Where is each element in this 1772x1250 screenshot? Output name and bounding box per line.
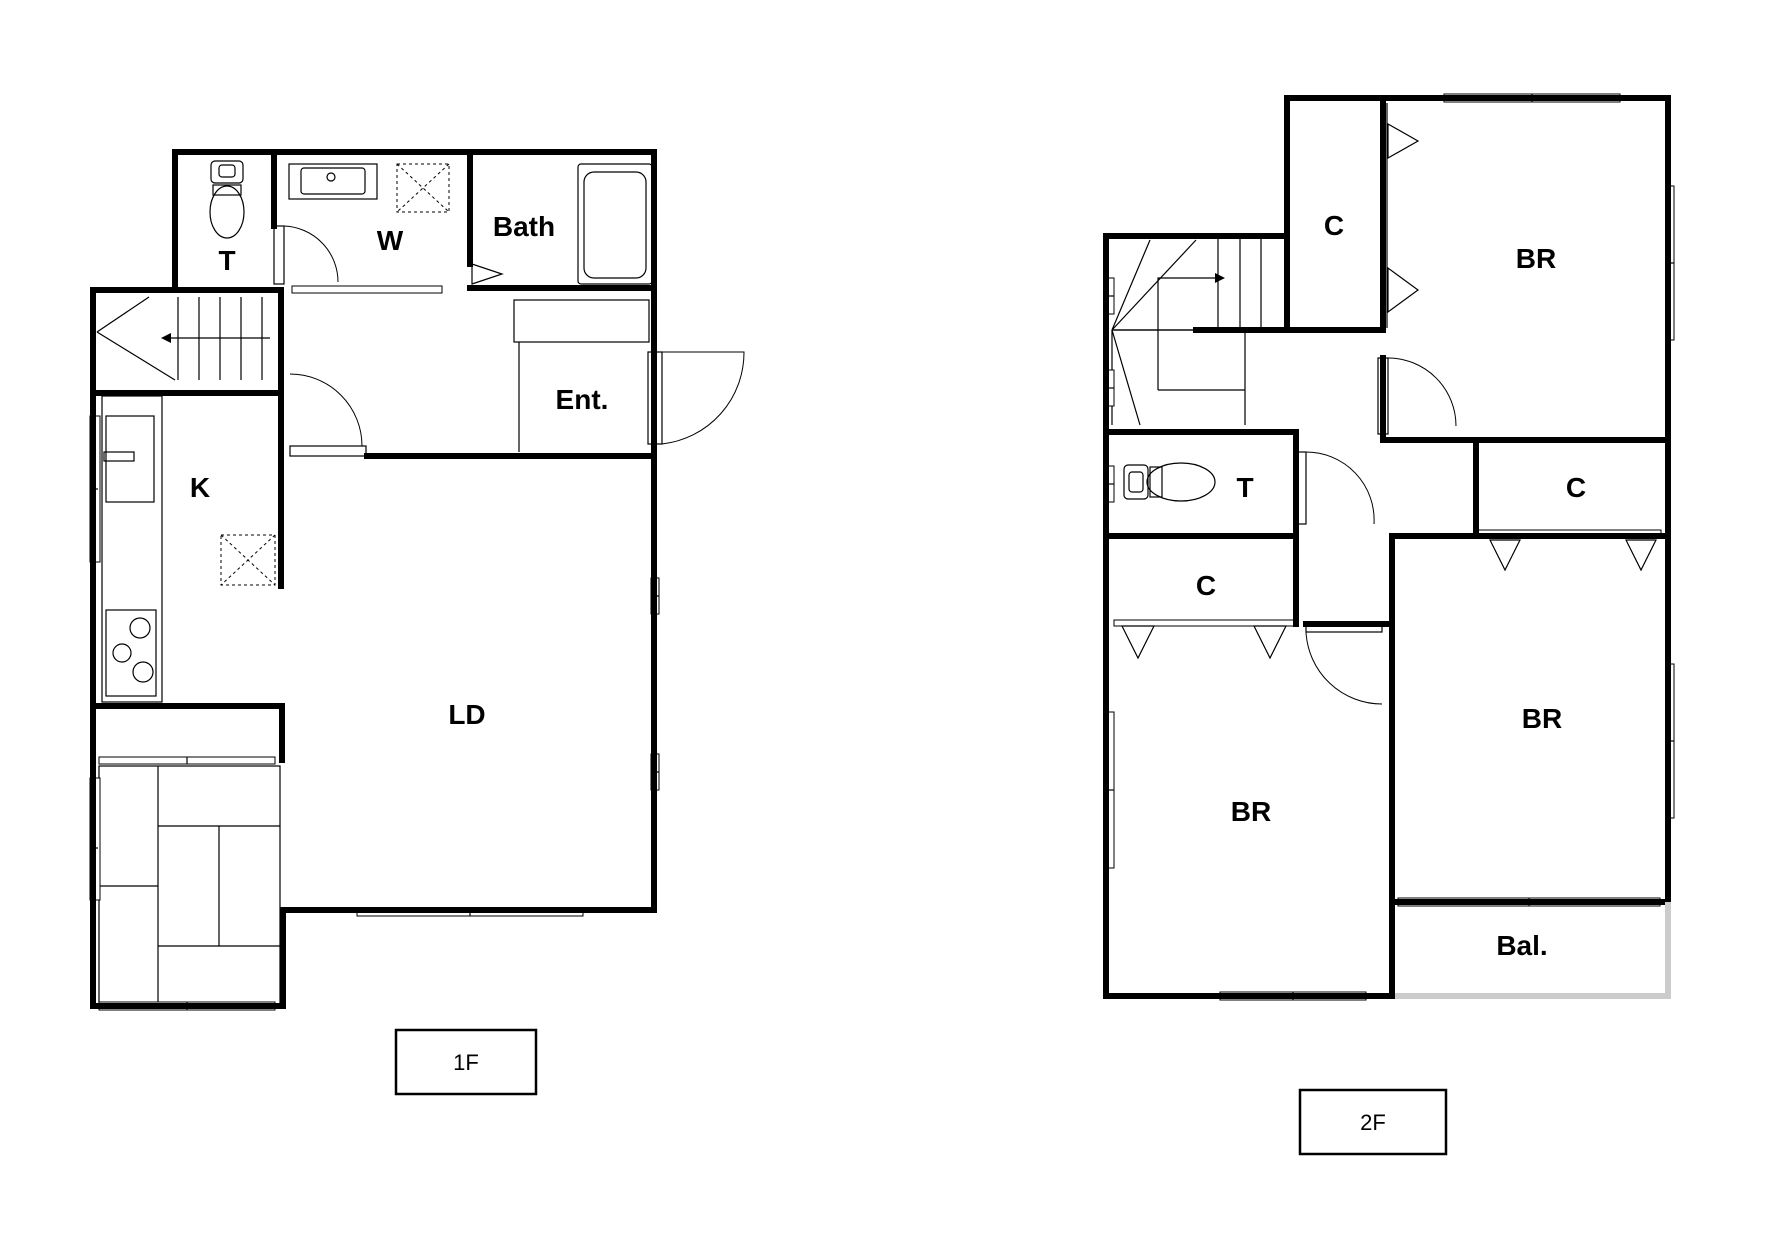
sink-icon [105, 415, 155, 503]
toilet-icon [209, 160, 245, 239]
tatami-room [98, 765, 281, 1007]
room-label-bedroom-left: BR [1231, 796, 1271, 827]
floor-label-box [394, 1028, 538, 1096]
room-label-bedroom-top: BR [1516, 243, 1556, 274]
vent-icon [396, 163, 450, 213]
floor-label-box [1298, 1088, 1448, 1156]
room-label-entrance: Ent. [556, 384, 609, 415]
doors-1f [273, 225, 745, 457]
room-label-closet-top: C [1324, 210, 1344, 241]
room-label-closet-right: C [1566, 472, 1586, 503]
room-label-toilet: T [218, 245, 235, 276]
stove-icon [105, 609, 157, 697]
room-label-balcony: Bal. [1496, 930, 1547, 961]
walls-1f [90, 149, 657, 1009]
floor-label: 1F [453, 1050, 479, 1075]
room-label-kitchen: K [190, 472, 210, 503]
room-label-bath: Bath [493, 211, 555, 242]
toilet-icon [1123, 462, 1216, 502]
vent-icon [220, 534, 276, 586]
stairs [1111, 238, 1262, 426]
stair-arrow-icon [1157, 277, 1220, 390]
balcony-rail [1395, 902, 1671, 999]
kitchen-counter [101, 395, 163, 703]
bathtub-icon [577, 163, 653, 285]
room-label-washroom: W [377, 225, 404, 256]
washbasin-icon [288, 163, 378, 200]
shoe-cabinet [513, 299, 650, 343]
floor-label: 2F [1360, 1110, 1386, 1135]
room-label-living-dining: LD [448, 699, 485, 730]
stairs [96, 296, 270, 381]
floor-2f: C BR T C C BR BR Bal. 2F [1103, 93, 1675, 1156]
room-label-closet-left: C [1196, 570, 1216, 601]
room-label-bedroom-right: BR [1522, 703, 1562, 734]
walls-2f [1103, 95, 1671, 999]
room-label-toilet: T [1236, 472, 1253, 503]
floor-1f: T W Bath Ent. K LD 1F [89, 149, 745, 1096]
